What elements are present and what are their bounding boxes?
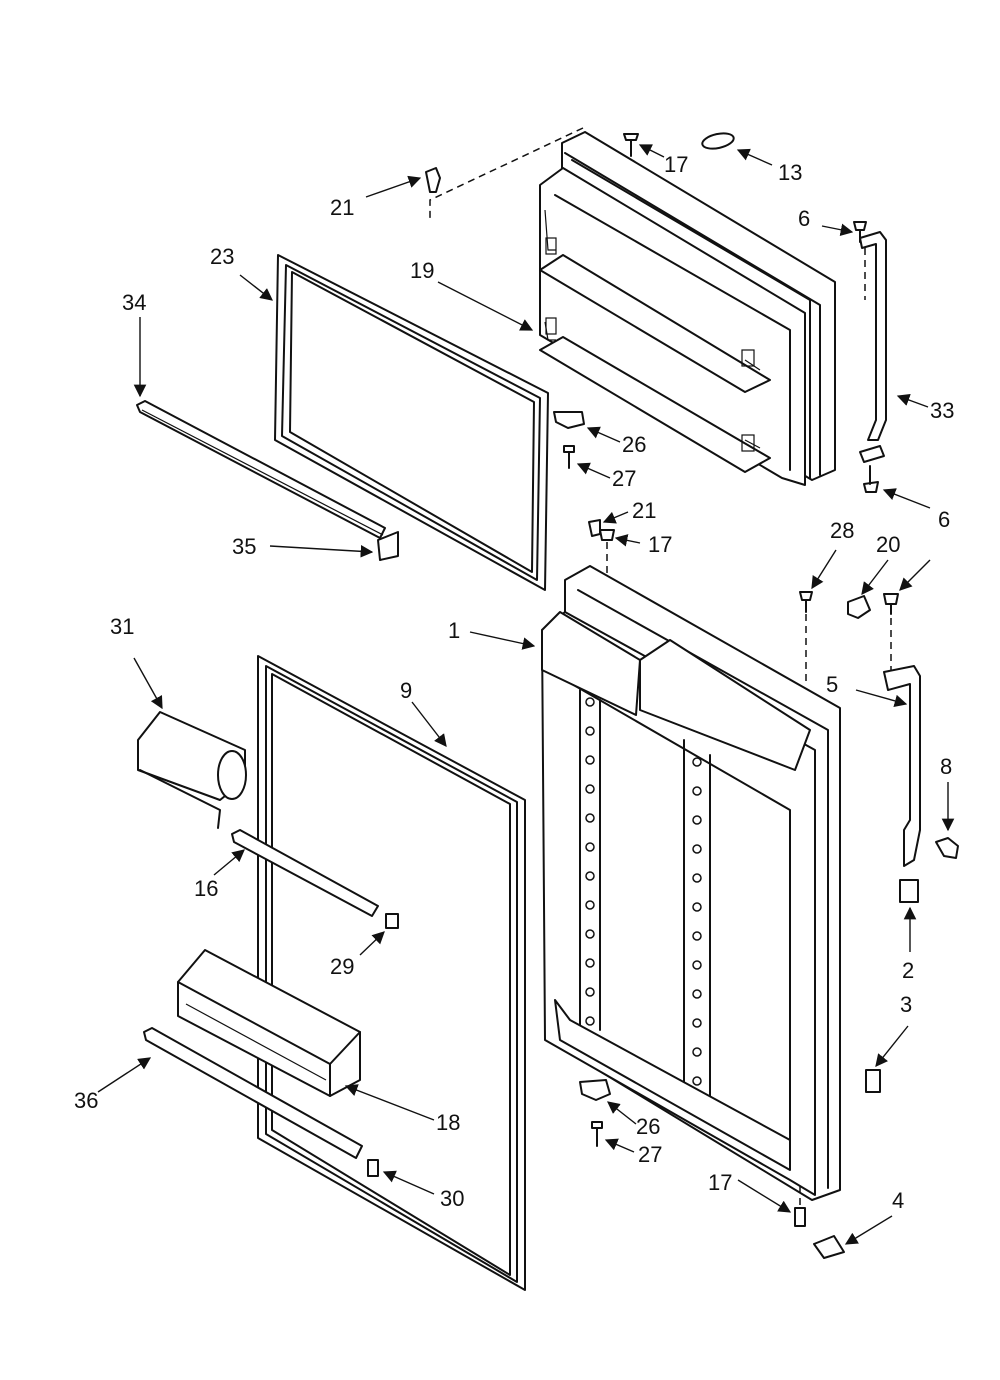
plug-button-21-mid	[588, 519, 601, 537]
shelf-peg	[692, 844, 702, 854]
shelf-peg	[585, 1016, 595, 1026]
clip-35	[377, 531, 399, 561]
shelf-peg	[585, 958, 595, 968]
stop-3	[865, 1069, 881, 1093]
trim-strip-34	[136, 400, 386, 539]
bracket-26-upper	[553, 411, 585, 429]
shelf-peg	[692, 873, 702, 883]
shelf-peg	[692, 815, 702, 825]
screw-6-lower	[863, 465, 879, 493]
label-6-lower: 6	[938, 507, 950, 532]
label-4: 4	[892, 1188, 904, 1213]
center-hinge-5	[883, 665, 921, 867]
label-2: 2	[902, 958, 914, 983]
label-17-mid: 17	[648, 532, 672, 557]
label-13: 13	[778, 160, 802, 185]
trim-36	[143, 1027, 363, 1159]
shelf-peg	[692, 1018, 702, 1028]
label-17-bottom: 17	[708, 1170, 732, 1195]
shelf-peg	[585, 813, 595, 823]
fresh-food-door-gasket	[257, 655, 526, 1291]
label-19: 19	[410, 258, 434, 283]
shoulder-screw-8	[935, 837, 959, 859]
label-34: 34	[122, 290, 146, 315]
callout-labels: 21 17 13 6 23 19 34 33 26 27 6 35 21 17 …	[74, 152, 954, 1213]
top-hinge-33	[859, 231, 887, 463]
bracket-26-lower	[579, 1079, 611, 1101]
shelf-peg	[692, 960, 702, 970]
shelf-pegs	[585, 697, 702, 1086]
dairy-door-31	[137, 711, 247, 829]
shelf-peg	[692, 1076, 702, 1086]
label-27-upper: 27	[612, 466, 636, 491]
label-27-lower: 27	[638, 1142, 662, 1167]
label-3: 3	[900, 992, 912, 1017]
label-30: 30	[440, 1186, 464, 1211]
label-9: 9	[400, 678, 412, 703]
label-28: 28	[830, 518, 854, 543]
screw-17-top	[623, 133, 639, 157]
shelf-peg	[585, 842, 595, 852]
label-26-lower: 26	[636, 1114, 660, 1139]
label-1: 1	[448, 618, 460, 643]
trim-16	[231, 829, 379, 917]
shelf-peg	[585, 929, 595, 939]
label-8: 8	[940, 754, 952, 779]
label-16: 16	[194, 876, 218, 901]
plug-button-21-top	[425, 167, 441, 193]
label-21-mid: 21	[632, 498, 656, 523]
shelf-peg	[692, 1047, 702, 1057]
label-36: 36	[74, 1088, 98, 1113]
shelf-peg	[585, 900, 595, 910]
bracket-4	[813, 1235, 845, 1259]
label-18: 18	[436, 1110, 460, 1135]
shelf-peg	[692, 931, 702, 941]
label-21-top: 21	[330, 195, 354, 220]
shelf-peg	[585, 784, 595, 794]
screw-6-upper	[853, 221, 867, 243]
clip-30	[367, 1159, 379, 1177]
screw-6-right	[883, 593, 899, 670]
cap-20	[847, 595, 871, 619]
shelf-peg	[692, 902, 702, 912]
door-bin-18	[177, 949, 361, 1097]
label-23: 23	[210, 244, 234, 269]
shelf-peg	[692, 989, 702, 999]
screw-27-upper	[563, 445, 575, 469]
bushing-2	[899, 879, 919, 903]
shelf-peg	[585, 755, 595, 765]
freezer-door-liner	[429, 127, 836, 486]
label-35: 35	[232, 534, 256, 559]
label-33: 33	[930, 398, 954, 423]
shelf-peg	[585, 987, 595, 997]
shelf-peg	[585, 697, 595, 707]
screw-17-mid	[599, 529, 615, 578]
label-6-upper: 6	[798, 206, 810, 231]
shelf-peg	[692, 786, 702, 796]
screw-17-bottom	[794, 1186, 806, 1227]
label-31: 31	[110, 614, 134, 639]
shelf-peg	[585, 726, 595, 736]
label-26-upper: 26	[622, 432, 646, 457]
shelf-peg	[692, 757, 702, 767]
freezer-door-gasket	[274, 254, 549, 591]
clip-29	[385, 913, 399, 929]
fresh-food-door-liner	[541, 565, 841, 1201]
label-17-top: 17	[664, 152, 688, 177]
label-29: 29	[330, 954, 354, 979]
shelf-peg	[585, 871, 595, 881]
screw-28	[799, 591, 813, 686]
label-5: 5	[826, 672, 838, 697]
leader-lines	[97, 144, 955, 1245]
label-20: 20	[876, 532, 900, 557]
screw-27-lower	[591, 1121, 603, 1147]
cap-13	[701, 132, 735, 150]
